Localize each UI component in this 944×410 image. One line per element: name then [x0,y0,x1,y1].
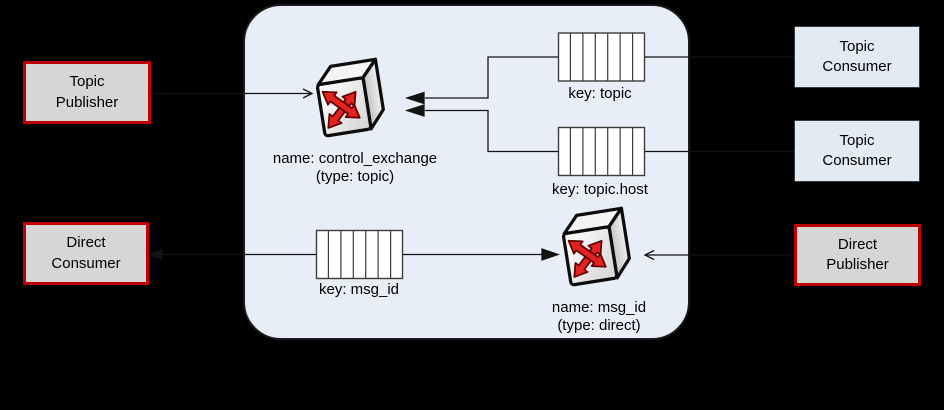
node-direct-publisher: Direct Publisher [794,224,921,286]
queue-msg-id-label: key: msg_id [318,281,400,298]
queue-topic-host-label: key: topic.host [552,181,648,198]
exchange-type-text: (type: topic) [315,168,395,185]
queue-topic-label: key: topic [568,85,632,102]
node-label: Direct Consumer [51,234,121,272]
exchange-type-text: (type: direct) [557,317,641,334]
node-topic-consumer-2: Topic Consumer [794,120,920,182]
exchange-name-text: name: msg_id [551,299,647,316]
control-exchange-label: name: control_exchange (type: topic) [273,150,437,186]
node-topic-consumer-1: Topic Consumer [794,26,920,88]
node-direct-consumer: Direct Consumer [23,222,149,285]
node-label: Topic Consumer [822,131,892,169]
node-label: Topic Consumer [822,37,892,75]
node-topic-publisher: Topic Publisher [23,61,151,124]
exchange-name-text: name: control_exchange [272,150,438,167]
direct-exchange-label: name: msg_id (type: direct) [552,299,646,335]
node-label: Direct Publisher [826,235,889,273]
node-label: Topic Publisher [55,73,119,111]
